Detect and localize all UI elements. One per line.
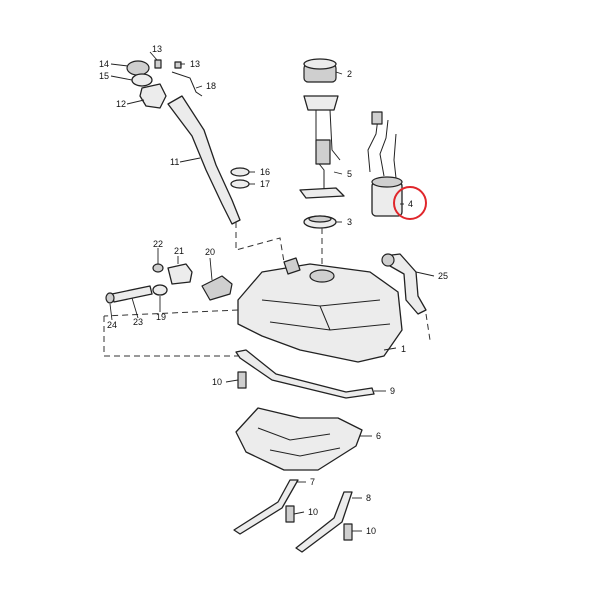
- part-5-float: [299, 187, 345, 199]
- part-20-bracket: [201, 275, 233, 301]
- dash-left-to-tank: [103, 309, 239, 317]
- part-22-clip: [152, 263, 164, 273]
- part-19-clamp: [152, 284, 168, 296]
- part-14-cap: [126, 60, 150, 76]
- callout-10-b: 10: [308, 507, 318, 517]
- part-24-clamp: [105, 292, 115, 304]
- part-13-screw-a: [154, 59, 162, 69]
- part-21-valve: [167, 263, 193, 285]
- part-5-sender: [315, 139, 331, 165]
- part-9-strap: [235, 349, 375, 399]
- part-4-wires: [367, 117, 397, 179]
- part-16-ring: [230, 167, 250, 177]
- callout-1: 1: [401, 344, 406, 354]
- part-1-neck: [283, 257, 301, 275]
- part-5-flange: [303, 95, 339, 111]
- filler-cap-assembly: [126, 59, 203, 109]
- part-15-seal: [131, 73, 153, 87]
- callout-16: 16: [260, 167, 270, 177]
- callout-5: 5: [347, 169, 352, 179]
- part-1-pump-opening: [309, 269, 335, 283]
- callout-labels: 1 2 3 4 5 6 7 8 9 10 10 10 11 12 13 13 1…: [99, 44, 448, 536]
- callout-17: 17: [260, 179, 270, 189]
- part-6-shield-ribs: [257, 427, 341, 457]
- callout-7: 7: [310, 477, 315, 487]
- part-8-strap: [295, 491, 353, 553]
- callout-18: 18: [206, 81, 216, 91]
- part-4-cap: [371, 176, 403, 188]
- part-10-bolt-b: [285, 505, 295, 523]
- highlight-circle-part-4[interactable]: [393, 186, 427, 220]
- callout-21: 21: [174, 246, 184, 256]
- part-23-hose: [111, 285, 153, 303]
- callout-24: 24: [107, 320, 117, 330]
- callout-4[interactable]: 4: [408, 199, 413, 209]
- dash-filler-to-tank: [235, 222, 285, 263]
- callout-11: 11: [170, 157, 179, 167]
- callout-12: 12: [116, 99, 126, 109]
- callout-2: 2: [347, 69, 352, 79]
- part-1-tank-contours: [261, 299, 391, 331]
- part-25-hose: [383, 253, 427, 315]
- callout-23: 23: [133, 317, 143, 327]
- callout-25: 25: [438, 271, 448, 281]
- part-1-fuel-tank: [237, 257, 403, 363]
- part-17-ring: [230, 179, 250, 189]
- part-13-screw-b: [174, 61, 182, 69]
- part-12-housing: [139, 83, 167, 109]
- callout-20: 20: [205, 247, 215, 257]
- part-5-tubes: [315, 109, 341, 190]
- callout-13-a: 13: [152, 44, 162, 54]
- part-18-cable: [171, 71, 203, 97]
- callout-13-b: 13: [190, 59, 200, 69]
- callout-19: 19: [156, 312, 166, 322]
- part-3-seal-inner: [308, 215, 332, 223]
- callout-10-c: 10: [366, 526, 376, 536]
- leader-lines: [109, 51, 435, 532]
- part-4-pump-module: [367, 111, 403, 217]
- callout-14: 14: [99, 59, 109, 69]
- callout-9: 9: [390, 386, 395, 396]
- part-10-bolt-a: [237, 371, 247, 389]
- dash-left-parts: [103, 316, 238, 357]
- part-11-filler-pipe: [167, 95, 241, 225]
- part-25-end: [381, 253, 395, 267]
- callout-15: 15: [99, 71, 109, 81]
- part-1-tank-body: [237, 263, 403, 363]
- callout-8: 8: [366, 493, 371, 503]
- callout-10-a: 10: [212, 377, 222, 387]
- callout-22: 22: [153, 239, 163, 249]
- part-2-top: [303, 58, 337, 70]
- dash-hose-to-tank: [425, 313, 431, 341]
- fuel-pump-assembly: [299, 58, 345, 199]
- part-7-strap: [233, 479, 299, 535]
- callout-6: 6: [376, 431, 381, 441]
- callout-3: 3: [347, 217, 352, 227]
- part-10-bolt-c: [343, 523, 353, 541]
- part-4-connector: [371, 111, 383, 125]
